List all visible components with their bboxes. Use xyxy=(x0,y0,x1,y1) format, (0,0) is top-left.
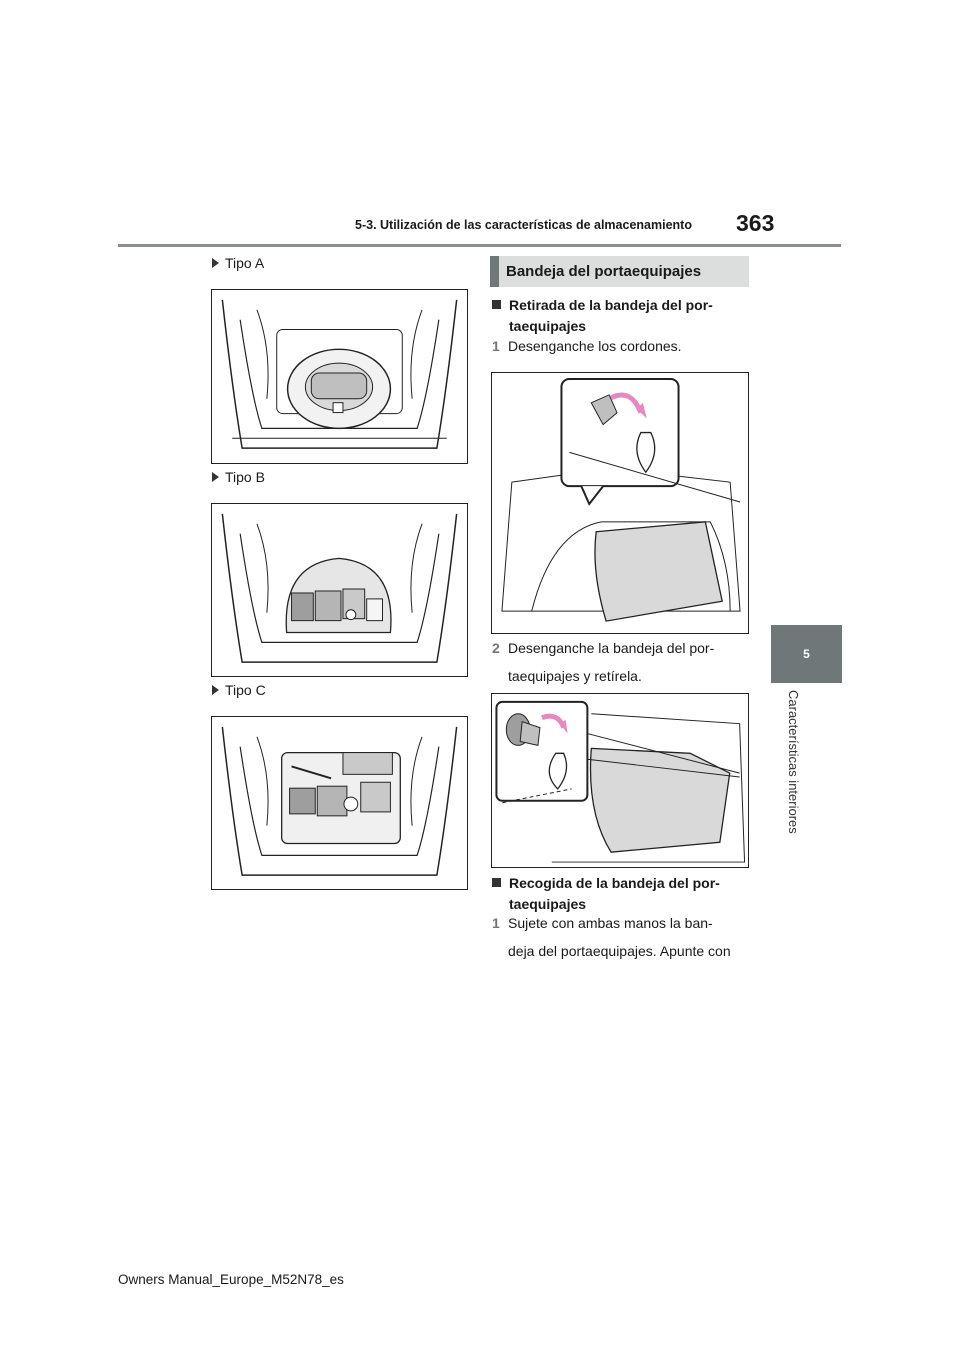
section-heading-box: Bandeja del portaequipajes xyxy=(490,256,749,287)
step-text: Desenganche la bandeja del por- xyxy=(508,640,715,656)
triangle-bullet-icon xyxy=(212,685,219,695)
header-rule xyxy=(118,244,841,247)
triangle-bullet-icon xyxy=(212,258,219,268)
step-1-hold-cover: 1 Sujete con ambas manos la ban- deja del… xyxy=(492,911,752,964)
caption-text: Tipo A xyxy=(225,255,265,271)
step-text: Sujete con ambas manos la ban- xyxy=(508,915,713,931)
step-number: 1 xyxy=(492,338,500,354)
cargo-cover-removal-illustration xyxy=(491,693,749,868)
caption-tipo-c: Tipo C xyxy=(212,682,266,698)
caption-text: Tipo C xyxy=(225,682,266,698)
page-number: 363 xyxy=(736,210,775,236)
trunk-illustration-tipo-a xyxy=(211,289,468,464)
subheading-line: taequipajes xyxy=(509,896,587,912)
square-bullet-icon xyxy=(492,878,501,887)
trunk-illustration-tipo-b xyxy=(211,503,468,677)
subheading-retirada: Retirada de la bandeja del por- taequipa… xyxy=(492,295,752,337)
subheading-recogida: Recogida de la bandeja del por- taequipa… xyxy=(492,873,752,915)
subheading-line: Retirada de la bandeja del por- xyxy=(509,297,713,313)
step-2-remove-cover: 2 Desenganche la bandeja del por- taequip… xyxy=(492,636,752,689)
section-heading-bar xyxy=(490,256,499,287)
chapter-tab: 5 xyxy=(771,625,842,683)
header-title: 5-3. Utilización de las características … xyxy=(355,218,692,232)
caption-text: Tipo B xyxy=(225,469,265,485)
step-text: deja del portaequipajes. Apunte con xyxy=(508,943,731,959)
caption-tipo-b: Tipo B xyxy=(212,469,265,485)
step-1-unhook-cords: 1 Desenganche los cordones. xyxy=(492,334,752,359)
trunk-illustration-tipo-c xyxy=(211,716,468,890)
footer-text: Owners Manual_Europe_M52N78_es xyxy=(118,1272,344,1287)
step-number: 1 xyxy=(492,915,500,931)
step-number: 2 xyxy=(492,640,500,656)
chapter-label: Características interiores xyxy=(786,690,801,834)
step-text: taequipajes y retírela. xyxy=(508,668,642,684)
step-text: Desenganche los cordones. xyxy=(508,338,682,354)
triangle-bullet-icon xyxy=(212,472,219,482)
cargo-cover-cord-illustration xyxy=(491,372,749,634)
section-heading: Bandeja del portaequipajes xyxy=(506,263,702,280)
subheading-line: taequipajes xyxy=(509,318,587,334)
caption-tipo-a: Tipo A xyxy=(212,255,264,271)
square-bullet-icon xyxy=(492,300,501,309)
subheading-line: Recogida de la bandeja del por- xyxy=(509,875,720,891)
